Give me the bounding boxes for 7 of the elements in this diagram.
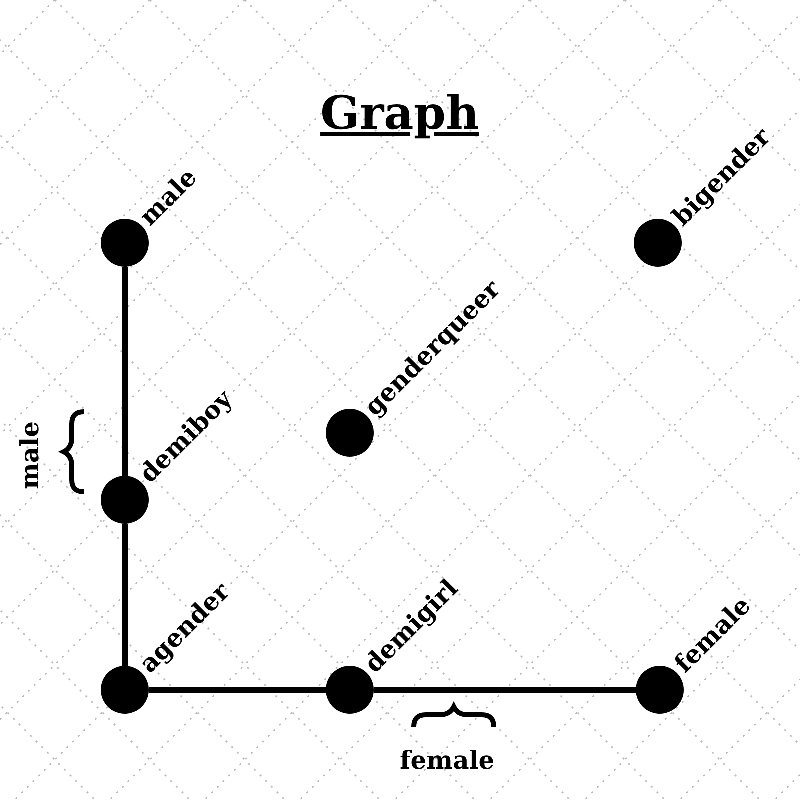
connector-line <box>122 524 128 666</box>
axis-label: male <box>18 421 43 490</box>
connector-line <box>374 687 636 693</box>
axis-label: female <box>400 748 495 773</box>
connector-line <box>149 687 326 693</box>
title: Graph <box>320 86 480 140</box>
connector-line <box>122 267 128 476</box>
